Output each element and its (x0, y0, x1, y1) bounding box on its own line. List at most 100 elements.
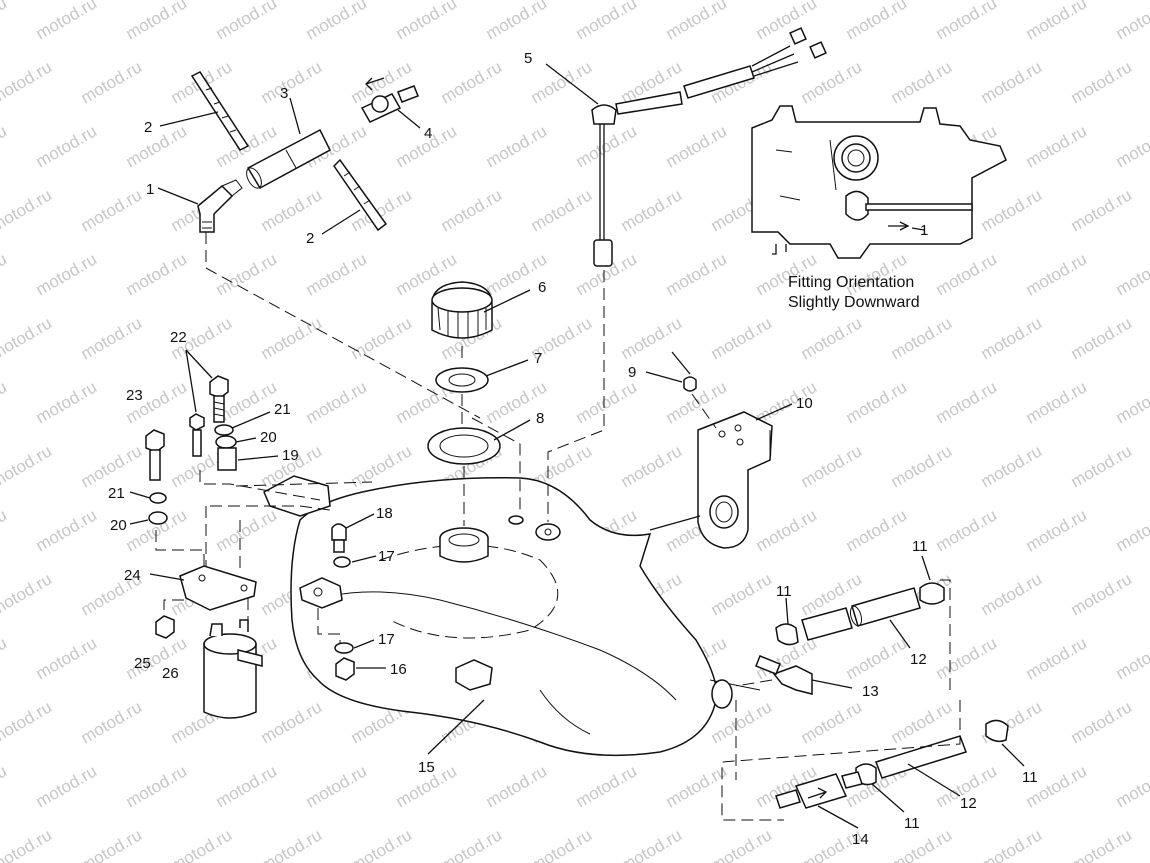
tank-bracket (645, 351, 793, 549)
watermark-text: motod.ru (123, 121, 191, 171)
watermark-text: motod.ru (933, 249, 1001, 299)
watermark-text: motod.ru (1023, 633, 1091, 683)
watermark-text: motod.ru (1023, 249, 1091, 299)
watermark-text: motod.ru (708, 313, 776, 363)
watermark-text: motod.ru (1113, 121, 1150, 171)
watermark-text: motod.ru (1068, 441, 1136, 491)
watermark-text: motod.ru (1068, 185, 1136, 235)
watermark-text: motod.ru (438, 825, 506, 863)
watermark-text: motod.ru (798, 441, 866, 491)
watermark-text: motod.ru (33, 249, 101, 299)
callout-20-left: 20 (110, 517, 127, 534)
watermark-text: motod.ru (978, 569, 1046, 619)
watermark-text: motod.ru (213, 761, 281, 811)
watermark-text: motod.ru (1068, 57, 1136, 107)
callout-14: 14 (852, 831, 869, 848)
watermark-text: motod.ru (78, 57, 146, 107)
watermark-text: motod.ru (1023, 505, 1091, 555)
watermark-text: motod.ru (213, 0, 281, 43)
callout-24: 24 (124, 567, 141, 584)
watermark-text: motod.ru (663, 761, 731, 811)
watermark-text: motod.ru (123, 0, 191, 43)
watermark-text: motod.ru (708, 825, 776, 863)
inset-note-line2: Slightly Downward (788, 294, 920, 311)
watermark-text: motod.ru (33, 505, 101, 555)
callout-22: 22 (170, 329, 187, 346)
callout-1: 1 (146, 181, 154, 198)
watermark-text: motod.ru (1113, 249, 1150, 299)
watermark-text: motod.ru (0, 505, 10, 555)
watermark-text: motod.ru (708, 569, 776, 619)
callout-4: 4 (424, 125, 432, 142)
watermark-text: motod.ru (213, 249, 281, 299)
watermark-text: motod.ru (0, 441, 55, 491)
watermark-text: motod.ru (348, 313, 416, 363)
watermark-text: motod.ru (1068, 313, 1136, 363)
watermark-text: motod.ru (933, 633, 1001, 683)
hose-long (851, 587, 921, 627)
watermark-text: motod.ru (663, 0, 731, 43)
watermark-text: motod.ru (888, 57, 956, 107)
watermark-text: motod.ru (798, 697, 866, 747)
watermark-text: motod.ru (438, 185, 506, 235)
callout-21-right: 21 (274, 401, 291, 418)
watermark-text: motod.ru (258, 825, 326, 863)
watermark-text: motod.ru (933, 505, 1001, 555)
callout-3: 3 (280, 85, 288, 102)
hose-clamp-lower (333, 158, 388, 232)
watermark-text: motod.ru (123, 761, 191, 811)
callout-5: 5 (524, 50, 532, 67)
callout-17-lower: 17 (378, 631, 395, 648)
watermark-text: motod.ru (1023, 0, 1091, 43)
watermark-text: motod.ru (33, 377, 101, 427)
callout-15: 15 (418, 759, 435, 776)
watermark-text: motod.ru (1023, 377, 1091, 427)
callout-19: 19 (282, 447, 299, 464)
callout-7: 7 (534, 350, 542, 367)
fuel-tank (263, 475, 761, 757)
watermark-text: motod.ru (573, 0, 641, 43)
callout-labels: 2 1 3 4 2 5 6 7 8 9 10 22 23 21 20 19 21… (108, 50, 1038, 848)
callout-25: 25 (134, 655, 151, 672)
watermark-text: motod.ru (78, 825, 146, 863)
watermark-text: motod.ru (348, 825, 416, 863)
fuel-hose (246, 128, 331, 190)
hose-short (801, 607, 853, 641)
callout-8: 8 (536, 410, 544, 427)
inset-fitting-orientation: 1 Fitting Orientation Slightly Downward (751, 105, 1007, 311)
watermark-text: motod.ru (258, 185, 326, 235)
callout-12-lower: 12 (960, 795, 977, 812)
watermark-text: motod.ru (1113, 633, 1150, 683)
watermark-text: motod.ru (843, 633, 911, 683)
assembly-guides (205, 232, 605, 526)
cap-gasket (435, 367, 489, 393)
callout-10: 10 (796, 395, 813, 412)
watermark-text: motod.ru (123, 249, 191, 299)
watermark-text: motod.ru (0, 0, 10, 43)
watermark-text: motod.ru (528, 185, 596, 235)
inlet-hose-assembly (157, 71, 421, 235)
watermark-text: motod.ru (0, 121, 10, 171)
tank-mount-hardware (317, 513, 386, 681)
filler-cap-assembly (427, 281, 531, 465)
watermark-text: motod.ru (0, 377, 10, 427)
filter-mount-hardware (129, 349, 373, 719)
watermark-text: motod.ru (933, 0, 1001, 43)
watermark-text: motod.ru (753, 505, 821, 555)
bracket-screw (683, 376, 697, 392)
watermark-text: motod.ru (978, 825, 1046, 863)
watermark-text: motod.ru (1068, 697, 1136, 747)
watermark-text: motod.ru (258, 57, 326, 107)
callout-11-d: 11 (904, 815, 920, 832)
callout-23: 23 (126, 387, 143, 404)
watermark-text: motod.ru (978, 185, 1046, 235)
watermark-text: motod.ru (618, 825, 686, 863)
watermark-text: motod.ru (1068, 569, 1136, 619)
watermark-text: motod.ru (978, 313, 1046, 363)
callout-1-inset: 1 (920, 222, 928, 239)
watermark-text: motod.ru (0, 633, 10, 683)
elbow-fitting (197, 184, 234, 233)
watermark-text: motod.ru (528, 825, 596, 863)
callout-18: 18 (376, 505, 393, 522)
